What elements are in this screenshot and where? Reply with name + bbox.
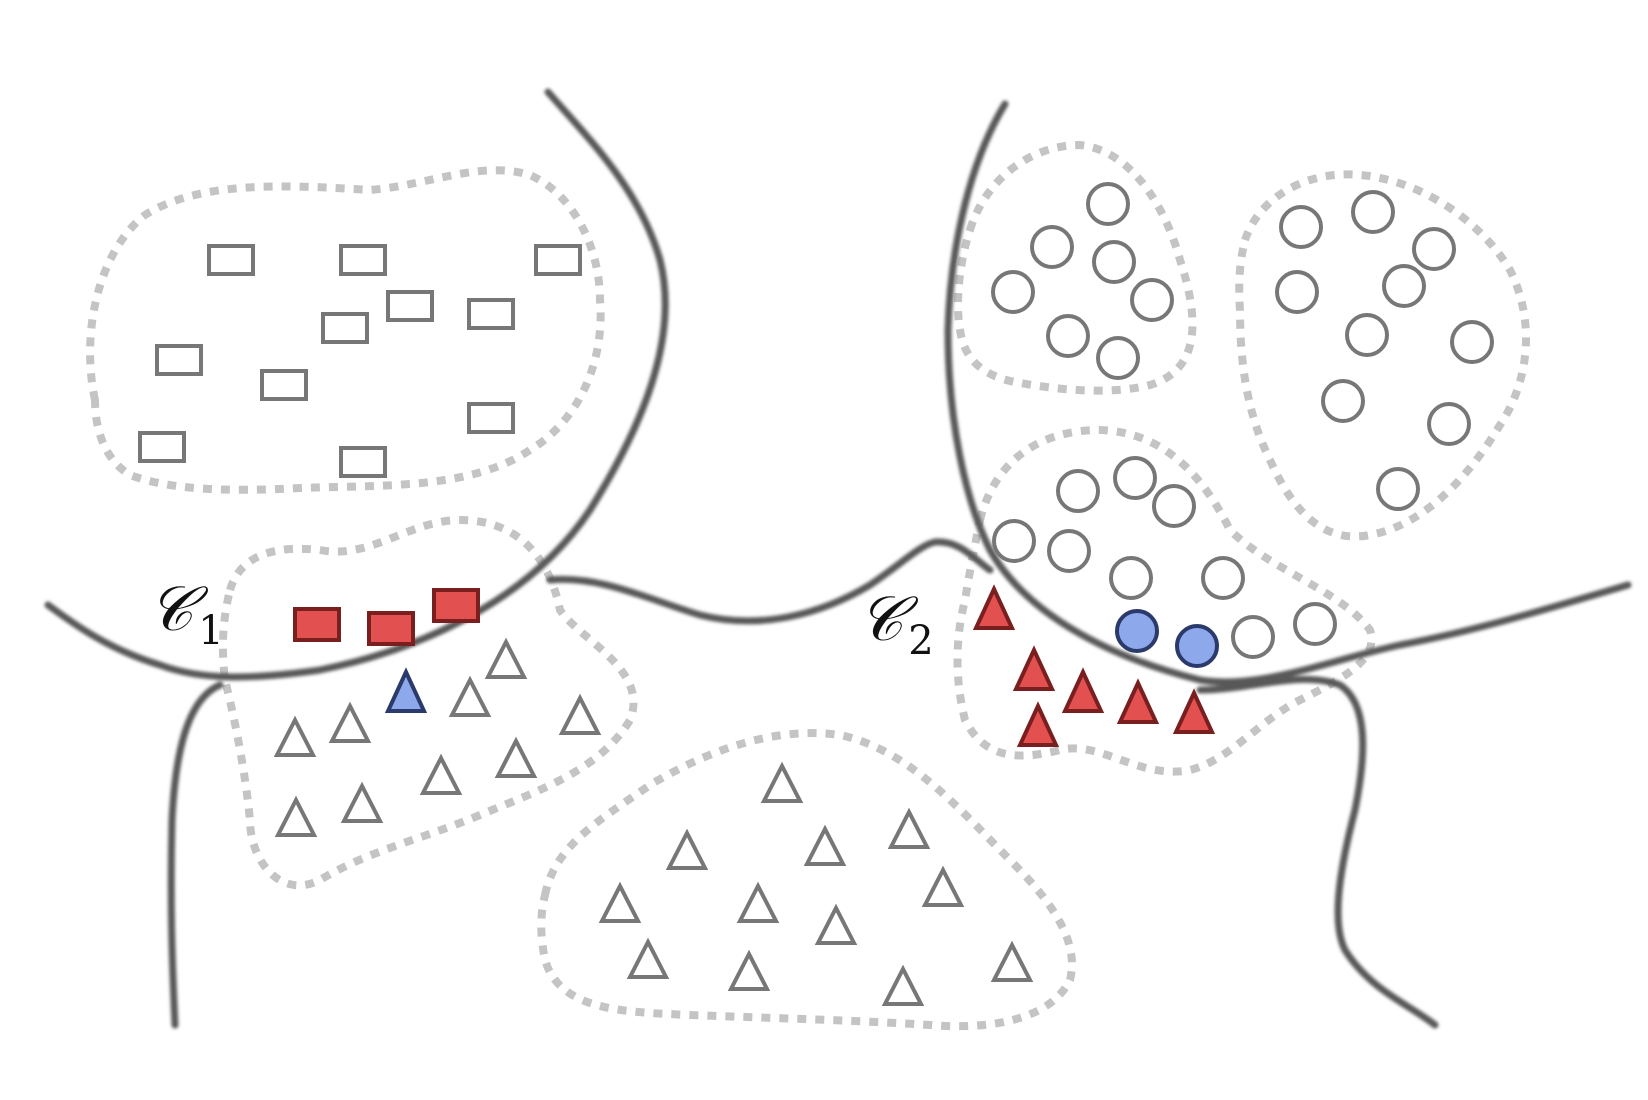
boundary-curve-1 [44,88,669,681]
circle-marker [1096,336,1140,380]
rectangle-marker [339,244,387,276]
circle-marker [1047,529,1091,573]
rectangle-marker [260,369,308,401]
boundary-curve-2 [167,681,224,1029]
rectangle-marker [467,402,515,434]
triangle-marker [448,675,492,717]
rectangle-marker [207,244,255,276]
circle-marker [1450,320,1494,364]
red-triangle-marker [1016,701,1060,747]
rectangle-marker [339,446,387,478]
triangle-marker [665,828,709,870]
cluster-outlines [86,140,1531,1031]
circle-marker [1427,402,1471,446]
cluster-label-c1: 𝒞 1 [148,572,224,654]
red-rectangle-marker [367,611,415,646]
triangle-marker [419,753,463,795]
rectangle-marker [155,344,203,376]
neutral-triangle-markers [273,637,1034,1006]
blue-circle-marker [1115,609,1159,653]
triangle-marker [328,701,372,743]
triangle-marker [760,761,804,803]
red-triangle-marker [972,584,1016,630]
highlighted-red-triangles [972,584,1216,747]
circle-marker [1231,615,1275,659]
cluster-outline-mixed [953,425,1376,776]
rectangle-marker [321,312,369,344]
red-triangle-marker [1116,678,1160,724]
rectangle-marker [386,290,434,322]
circle-marker [1279,205,1323,249]
circle-marker [1376,467,1420,511]
red-rectangle-marker [293,607,341,642]
triangle-marker [803,824,847,866]
triangle-marker [990,940,1034,982]
circle-marker [1321,379,1365,423]
rectangle-marker [534,244,582,276]
circle-marker [1030,225,1074,269]
cluster-labels: 𝒞 1 𝒞 2 [148,572,934,664]
rectangle-marker [138,431,186,463]
circle-marker [1130,278,1174,322]
triangle-marker [598,881,642,923]
cluster-label-c1-sub: 1 [198,608,223,654]
circle-marker [991,270,1035,314]
circle-marker [1345,313,1389,357]
triangle-marker [340,781,384,823]
circle-marker [1113,456,1157,500]
circle-marker [1382,264,1426,308]
circle-marker [992,519,1036,563]
circle-marker [1046,314,1090,358]
boundary-curve-4 [944,100,1632,686]
triangle-marker [558,693,602,735]
highlighted-blue-markers [384,609,1219,713]
triangle-marker [881,964,925,1006]
highlighted-red-rectangles [293,588,480,646]
cluster-label-c2: 𝒞 2 [858,582,934,664]
cluster-outline-rect-top [86,166,605,494]
decision-boundaries [44,88,1632,1029]
rectangle-marker [467,298,515,330]
circle-marker [1056,469,1100,513]
cluster-outline-triangle-left [218,515,638,890]
triangle-marker [736,881,780,923]
triangle-marker [626,937,670,979]
red-triangle-marker [1061,667,1105,713]
triangle-marker [274,795,318,837]
circle-marker [1152,484,1196,528]
circle-marker [1293,602,1337,646]
circle-marker [1201,556,1245,600]
boundary-curve-3 [546,538,994,625]
cluster-outline-triangle-bottom [537,729,1076,1031]
circle-marker [1092,240,1136,284]
circle-marker [1412,227,1456,271]
triangle-marker [727,949,771,991]
red-triangle-marker [1172,688,1216,734]
circle-marker [1275,270,1319,314]
triangle-marker [494,736,538,778]
triangle-marker [921,865,965,907]
circle-marker [1086,182,1130,226]
triangle-marker [484,637,528,679]
boundary-curve-5 [1196,675,1439,1029]
cluster-outline-circle-top [954,140,1197,395]
circle-marker [1351,190,1395,234]
blue-triangle-marker [384,667,428,713]
blue-circle-marker [1175,624,1219,668]
red-triangle-marker [1012,645,1056,691]
triangle-marker [814,903,858,945]
red-rectangle-marker [432,588,480,623]
triangle-marker [273,715,317,757]
neutral-circle-markers [991,182,1494,659]
triangle-marker [887,807,931,849]
cluster-label-c2-sub: 2 [908,618,933,664]
circle-marker [1109,556,1153,600]
neutral-rectangle-markers [138,244,582,478]
